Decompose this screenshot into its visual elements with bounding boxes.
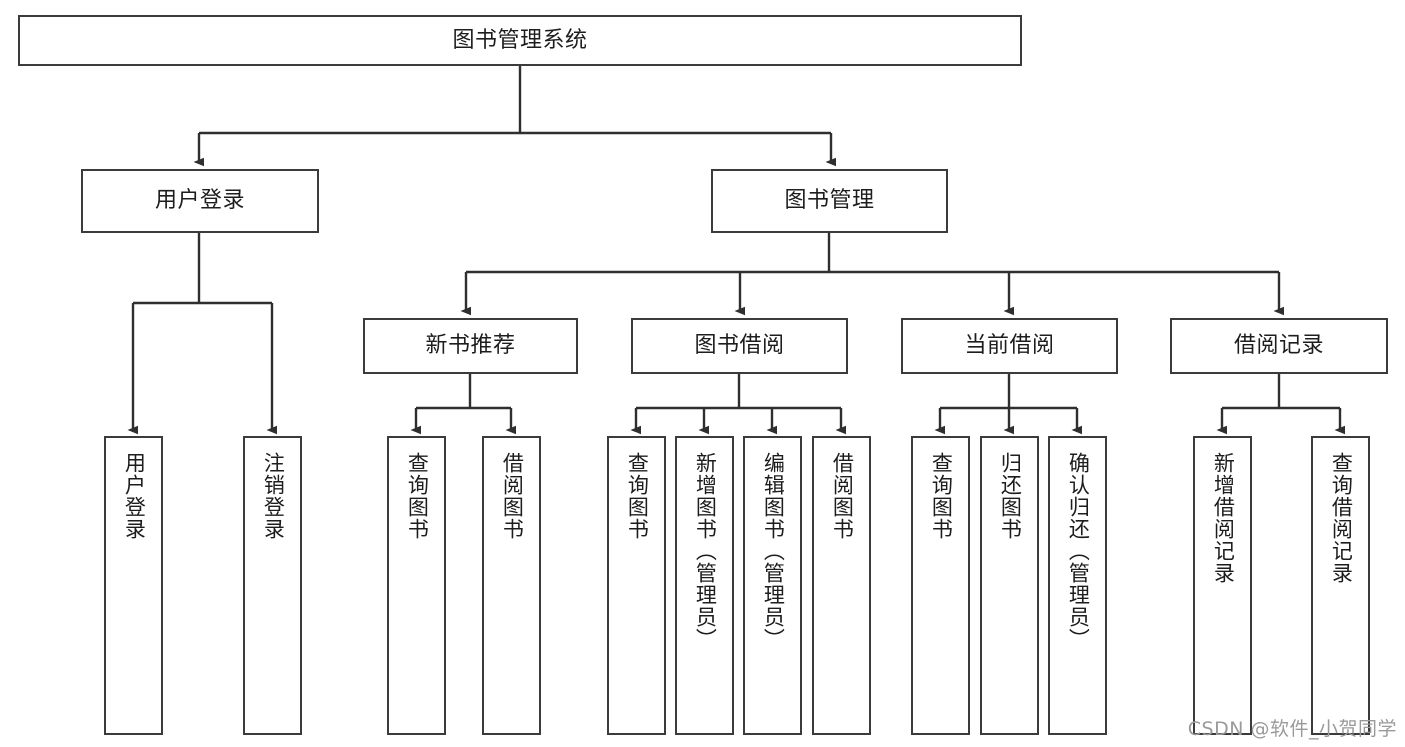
- node-book-borrow-label: 图书借阅: [694, 333, 785, 359]
- leaf-current-query-book-label: 查询图书: [929, 452, 954, 540]
- node-root[interactable]: 图书管理系统: [18, 15, 1022, 66]
- leaf-records-query-record[interactable]: 查询借阅记录: [1311, 436, 1370, 735]
- node-book-management-label: 图书管理: [784, 188, 875, 214]
- leaf-borrow-query-book[interactable]: 查询图书: [607, 436, 666, 735]
- leaf-borrow-borrow-book[interactable]: 借阅图书: [812, 436, 871, 735]
- leaf-borrow-query-book-label: 查询图书: [625, 452, 650, 540]
- leaf-recommend-query-book[interactable]: 查询图书: [387, 436, 446, 735]
- leaf-borrow-borrow-book-label: 借阅图书: [830, 452, 855, 540]
- leaf-borrow-edit-book-admin-label: 编辑图书（管理员）: [761, 452, 786, 650]
- node-borrow-records-label: 借阅记录: [1233, 333, 1324, 359]
- leaf-current-return-book[interactable]: 归还图书: [980, 436, 1039, 735]
- leaf-logout[interactable]: 注销登录: [243, 436, 302, 735]
- node-root-label: 图书管理系统: [452, 27, 588, 53]
- leaf-recommend-borrow-book-label: 借阅图书: [500, 452, 525, 540]
- node-user-login-label: 用户登录: [154, 188, 245, 214]
- leaf-records-add-record-label: 新增借阅记录: [1211, 452, 1236, 584]
- leaf-recommend-query-book-label: 查询图书: [405, 452, 430, 540]
- leaf-records-add-record[interactable]: 新增借阅记录: [1193, 436, 1252, 735]
- node-current-borrow[interactable]: 当前借阅: [901, 318, 1118, 374]
- node-borrow-records[interactable]: 借阅记录: [1170, 318, 1388, 374]
- node-book-borrow[interactable]: 图书借阅: [631, 318, 848, 374]
- node-new-book-recommend[interactable]: 新书推荐: [363, 318, 578, 374]
- leaf-borrow-add-book-admin[interactable]: 新增图书（管理员）: [675, 436, 734, 735]
- leaf-recommend-borrow-book[interactable]: 借阅图书: [482, 436, 541, 735]
- node-current-borrow-label: 当前借阅: [964, 333, 1055, 359]
- leaf-borrow-edit-book-admin[interactable]: 编辑图书（管理员）: [743, 436, 802, 735]
- node-new-book-recommend-label: 新书推荐: [425, 333, 516, 359]
- leaf-current-return-book-label: 归还图书: [998, 452, 1023, 540]
- node-user-login[interactable]: 用户登录: [81, 169, 319, 233]
- leaf-user-login-label: 用户登录: [122, 452, 147, 540]
- leaf-logout-label: 注销登录: [261, 452, 286, 540]
- leaf-current-query-book[interactable]: 查询图书: [911, 436, 970, 735]
- leaf-current-confirm-return-admin[interactable]: 确认归还（管理员）: [1048, 436, 1107, 735]
- node-book-management[interactable]: 图书管理: [711, 169, 948, 233]
- leaf-records-query-record-label: 查询借阅记录: [1329, 452, 1354, 584]
- leaf-user-login[interactable]: 用户登录: [104, 436, 163, 735]
- watermark-text: CSDN @软件_小贺同学: [1187, 718, 1397, 740]
- leaf-borrow-add-book-admin-label: 新增图书（管理员）: [693, 452, 718, 650]
- leaf-current-confirm-return-admin-label: 确认归还（管理员）: [1066, 452, 1091, 650]
